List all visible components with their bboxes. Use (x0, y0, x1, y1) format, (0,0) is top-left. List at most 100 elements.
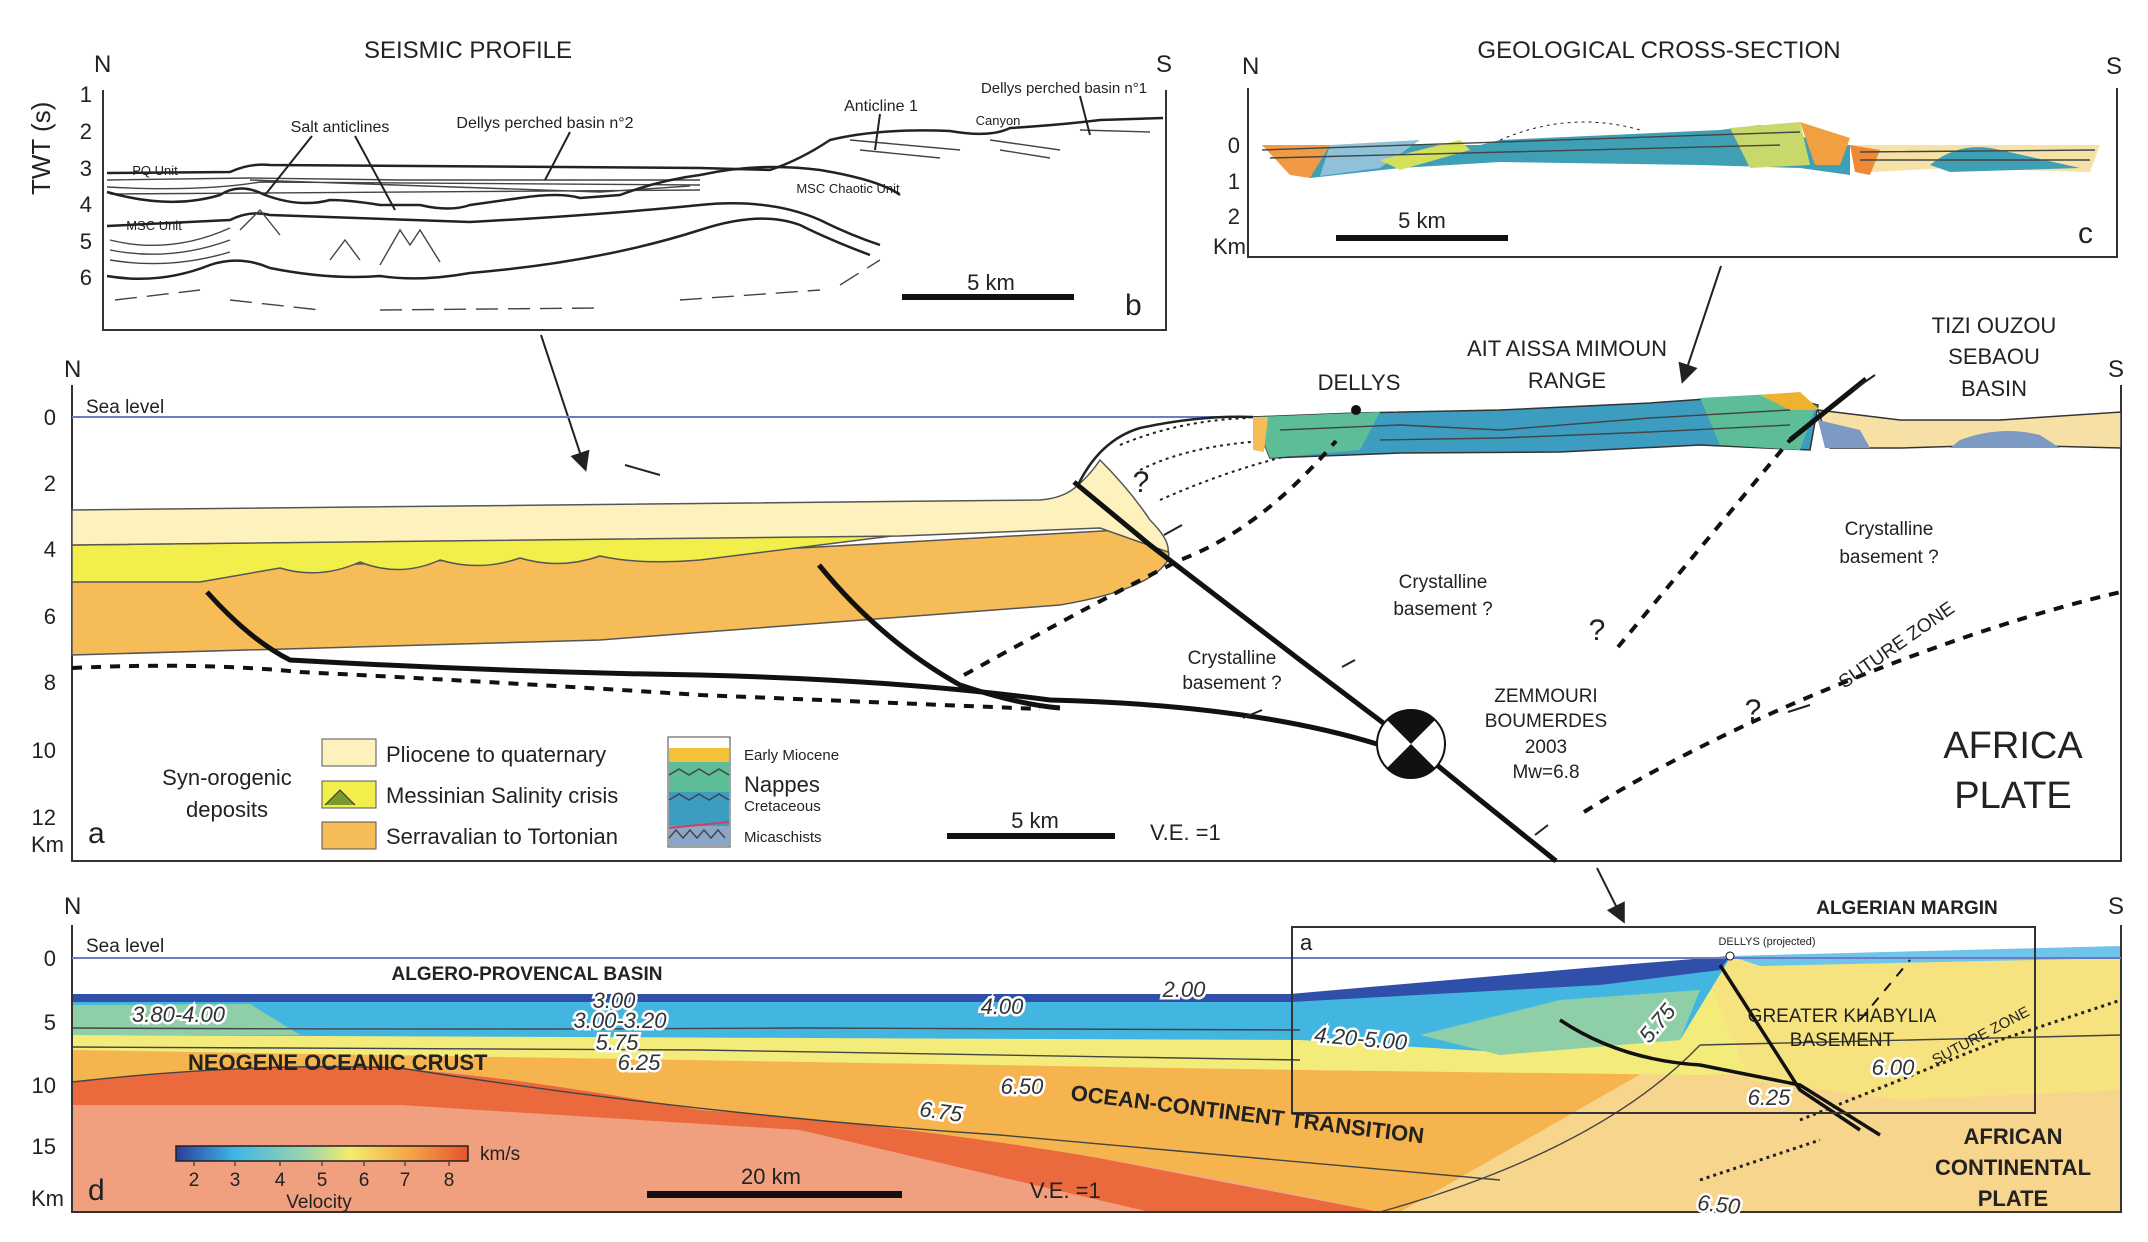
slip-arrows (624, 374, 1876, 836)
colorbar-tick: 7 (400, 1170, 411, 1191)
african-label-1: AFRICAN (1964, 1124, 2063, 1149)
panel-a-ticks: 0 2 4 6 8 10 12 Km (31, 405, 64, 857)
margin-label: ALGERIAN MARGIN (1816, 898, 1998, 919)
colorbar-tick: 5 (317, 1170, 328, 1191)
south-label: S (2108, 893, 2124, 920)
early-miocene-patch (1760, 392, 1820, 410)
msc-unit-label: MSC Unit (126, 218, 182, 233)
basement-label: basement ? (1839, 547, 1938, 568)
tizi-label-2: SEBAOU (1948, 344, 2040, 369)
panel-c-cross-section: GEOLOGICAL CROSS-SECTION N S 0 1 2 Km 5 … (1213, 37, 2122, 259)
pq-unit-label: PQ Unit (132, 163, 178, 178)
suture-zone-label: SUTURE ZONE (1835, 598, 1959, 693)
velocity-colorbar: km/s 2 3 4 5 6 7 8 Velocity (175, 1144, 520, 1213)
detachment-fault (205, 590, 1378, 747)
year-label: 2003 (1525, 737, 1567, 758)
tick-label: 0 (1228, 133, 1240, 158)
tick-label: 3 (80, 156, 92, 181)
tick-label: 2 (44, 471, 56, 496)
inset-letter: a (1300, 930, 1313, 955)
africa-label: AFRICA (1943, 725, 2083, 767)
question-mark: ? (1133, 466, 1150, 499)
basement-label: basement ? (1182, 673, 1281, 694)
panel-b-ticks: 1 2 3 4 5 6 (80, 82, 92, 290)
sea-level-label: Sea level (86, 936, 164, 957)
axis-unit: Km (31, 1186, 64, 1211)
axis-unit: Km (1213, 234, 1246, 259)
dellys-projected-label: DELLYS (projected) (1718, 936, 1815, 948)
panel-letter: b (1125, 289, 1142, 322)
colorbar-tick: 2 (189, 1170, 200, 1191)
tick-label: 5 (44, 1010, 56, 1035)
canyon-label: Canyon (976, 113, 1021, 128)
crystalline-label: Crystalline (1845, 519, 1934, 540)
panel-c-frame (1247, 88, 2118, 258)
scale-bar (947, 833, 1115, 839)
legend-group-label: deposits (186, 797, 268, 822)
basement-label: basement ? (1393, 599, 1492, 620)
plate-label: PLATE (1954, 775, 2072, 817)
north-label: N (94, 51, 111, 78)
velocity-label: 6.50 (1001, 1074, 1045, 1099)
boumerdes-label: BOUMERDES (1485, 711, 1607, 732)
south-label: S (2106, 53, 2122, 80)
tick-label: 1 (1228, 169, 1240, 194)
basin-label: ALGERO-PROVENCAL BASIN (392, 964, 663, 985)
perched-basin-2-label: Dellys perched basin n°2 (456, 115, 633, 132)
tick-label: 0 (44, 405, 56, 430)
vertical-exaggeration: V.E. =1 (1150, 820, 1221, 845)
tick-label: 10 (32, 738, 56, 763)
dellys-marker (1725, 951, 1735, 961)
cretaceous-label: Cretaceous (744, 798, 821, 815)
focal-mechanism-icon (1376, 709, 1446, 779)
panel-c-title: GEOLOGICAL CROSS-SECTION (1477, 37, 1840, 64)
serravalian-patch (1253, 417, 1268, 452)
scale-bar (902, 294, 1074, 300)
legend: Syn-orogenic deposits Pliocene to quater… (162, 736, 839, 850)
north-label: N (64, 893, 81, 920)
tick-label: 0 (44, 946, 56, 971)
twt-axis-label: TWT (s) (26, 102, 56, 195)
tick-label: 12 (32, 805, 56, 830)
tick-label: 2 (1228, 204, 1240, 229)
legend-label: Pliocene to quaternary (386, 742, 606, 767)
north-label: N (64, 356, 81, 383)
legend-label: Messinian Salinity crisis (386, 783, 618, 808)
velocity-label: 3.00 (593, 988, 637, 1013)
micaschists-label: Micaschists (744, 829, 822, 846)
salt-anticlines-label: Salt anticlines (291, 119, 390, 136)
arrow-b-to-a (540, 334, 590, 472)
arrow-a-to-d (1596, 867, 1625, 924)
question-mark: ? (1589, 614, 1606, 647)
velocity-label: 3.00-3.20 (574, 1008, 668, 1033)
nappes-legend-column (667, 736, 731, 848)
khabylia-label-1: GREATER KHABYLIA (1748, 1006, 1937, 1027)
sea-level-label: Sea level (86, 397, 164, 418)
anticline-1-label: Anticline 1 (844, 98, 918, 115)
legend-swatch-serravalian (321, 821, 377, 850)
scale-bar (647, 1191, 902, 1198)
velocity-label: 6.50 (1696, 1190, 1742, 1219)
khabylia-label-2: BASEMENT (1790, 1030, 1895, 1051)
tick-label: 15 (32, 1134, 56, 1159)
early-miocene-label: Early Miocene (744, 747, 839, 764)
panel-letter: c (2078, 217, 2093, 250)
secondary-thrust-fault (817, 563, 1061, 711)
colorbar-unit: km/s (480, 1144, 520, 1165)
scale-label: 5 km (967, 270, 1015, 295)
panel-d-ticks: 0 5 10 15 Km (31, 946, 64, 1211)
colorbar-label: Velocity (286, 1192, 352, 1213)
nappes-label: Nappes (744, 772, 820, 797)
legend-swatch-pliocene (321, 738, 377, 767)
seismic-horizons (106, 116, 1164, 311)
oceanic-crust-label: NEOGENE OCEANIC CRUST (188, 1050, 488, 1075)
north-label: N (1242, 53, 1259, 80)
perched-basin-1-label: Dellys perched basin n°1 (981, 80, 1147, 97)
vertical-exaggeration: V.E. =1 (1030, 1178, 1101, 1203)
pliocene-layer (71, 458, 1169, 554)
panel-b-title: SEISMIC PROFILE (364, 37, 572, 64)
scale-label: 5 km (1011, 808, 1059, 833)
velocity-label: 5.75 (596, 1030, 640, 1055)
nappes-green (1253, 412, 1380, 458)
dellys-marker (1351, 405, 1361, 415)
